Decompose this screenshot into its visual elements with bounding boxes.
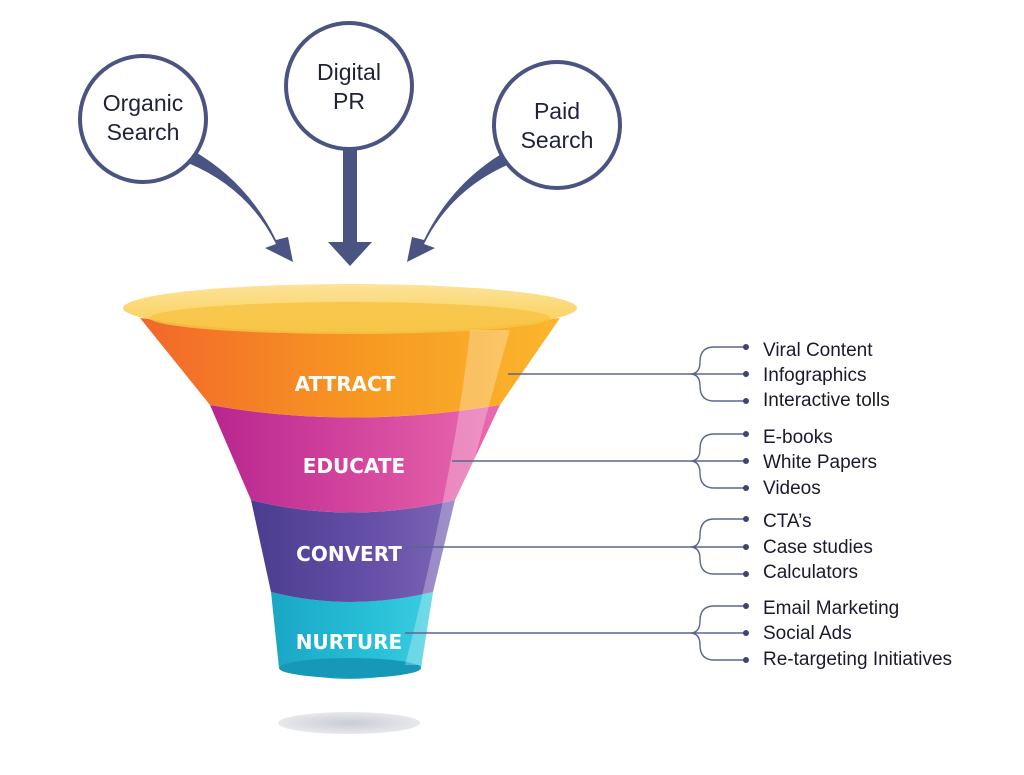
tactics-convert: CTA’s Case studies Calculators: [405, 511, 873, 583]
tactics-nurture: Email Marketing Social Ads Re-targeting …: [405, 598, 952, 670]
tactic-videos: Videos: [763, 478, 821, 499]
tactic-calculators: Calculators: [763, 562, 858, 583]
source-circle-organic-search: [78, 54, 208, 184]
bullet-nurture-3: [743, 657, 749, 663]
tactic-viral-content: Viral Content: [763, 340, 873, 361]
source-label-organic-search: Organic: [103, 90, 184, 116]
funnel-segment-convert: [251, 500, 455, 602]
stage-labels: ATTRACT EDUCATE CONVERT NURTURE: [295, 372, 406, 654]
stage-label-nurture: NURTURE: [296, 630, 402, 654]
arrow-organic-search: [188, 150, 293, 262]
tactic-re-targeting-initiatives: Re-targeting Initiatives: [763, 649, 952, 670]
arrow-digital-pr: [328, 145, 372, 266]
bullet-educate-2: [743, 458, 749, 464]
source-label-organic-search-2: Search: [107, 119, 180, 145]
tactic-case-studies: Case studies: [763, 537, 873, 558]
source-organic-search: Organic Search: [78, 54, 208, 184]
bullet-educate-1: [743, 431, 749, 437]
tactics-attract: Viral Content Infographics Interactive t…: [508, 340, 890, 411]
funnel-segment-attract: [140, 318, 560, 418]
source-label-paid-search-2: Search: [521, 127, 594, 153]
tactic-interactive-tolls: Interactive tolls: [763, 390, 890, 411]
stage-label-attract: ATTRACT: [295, 372, 396, 396]
funnel-bottom-cap: [279, 658, 421, 678]
tactic-white-papers: White Papers: [763, 452, 877, 473]
bullet-nurture-2: [743, 630, 749, 636]
source-digital-pr: Digital PR: [284, 21, 414, 151]
bullet-convert-1: [743, 516, 749, 522]
source-paid-search: Paid Search: [492, 60, 622, 190]
bullet-nurture-1: [743, 603, 749, 609]
source-arrows: [188, 145, 512, 266]
tactic-email-marketing: Email Marketing: [763, 598, 899, 619]
bullet-educate-3: [743, 485, 749, 491]
tactic-e-books: E-books: [763, 427, 833, 448]
bullet-attract-3: [743, 398, 749, 404]
connector-nurture: [405, 605, 745, 661]
bullet-attract-1: [743, 344, 749, 350]
tactic-groups: Viral Content Infographics Interactive t…: [405, 340, 952, 670]
funnel-segment-educate: [210, 405, 500, 513]
connector-educate: [452, 433, 745, 489]
funnel: [123, 284, 577, 679]
source-circle-paid-search: [492, 60, 622, 190]
connector-convert: [405, 518, 745, 575]
stage-label-convert: CONVERT: [296, 542, 402, 566]
tactics-educate: E-books White Papers Videos: [452, 427, 877, 499]
tactic-infographics: Infographics: [763, 365, 867, 386]
funnel-shadow: [278, 712, 420, 734]
arrow-paid-search: [407, 150, 512, 262]
funnel-segment-nurture: [271, 592, 433, 679]
traffic-sources: Organic Search Digital PR Paid Search: [78, 21, 622, 190]
funnel-opening: [150, 302, 550, 334]
source-label-digital-pr-2: PR: [333, 88, 365, 114]
tactic-social-ads: Social Ads: [763, 623, 852, 644]
source-circle-digital-pr: [284, 21, 414, 151]
connector-attract: [508, 346, 745, 402]
tactic-ctas: CTA’s: [763, 511, 812, 532]
stage-label-educate: EDUCATE: [303, 454, 405, 478]
bullet-convert-3: [743, 571, 749, 577]
bullet-convert-2: [743, 544, 749, 550]
source-label-digital-pr: Digital: [317, 59, 381, 85]
source-label-paid-search: Paid: [534, 98, 580, 124]
bullet-attract-2: [743, 371, 749, 377]
funnel-highlight: [405, 330, 510, 665]
